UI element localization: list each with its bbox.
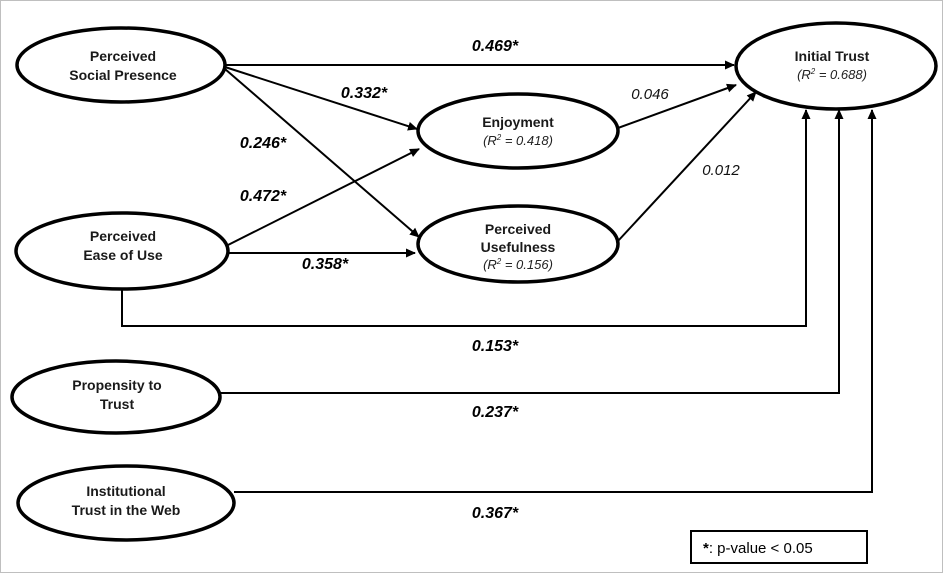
usefulness-line1: Perceived <box>485 221 551 237</box>
initial-trust-label: Initial Trust <box>795 48 870 64</box>
coef-usefulness-to-trust: 0.012 <box>702 162 740 179</box>
coef-eou-to-usefulness: 0.358* <box>302 256 349 273</box>
path-sp-to-usefulness <box>224 68 420 238</box>
institutional-line1: Institutional <box>86 483 165 499</box>
usefulness-line2: Usefulness <box>481 239 556 255</box>
coef-propensity-to-trust: 0.237* <box>472 404 519 421</box>
ease-of-use-line2: Ease of Use <box>83 247 163 263</box>
coef-sp-to-trust: 0.469* <box>472 38 519 55</box>
node-initial-trust <box>734 21 938 111</box>
social-presence-line2: Social Presence <box>69 67 177 83</box>
coef-sp-to-enjoyment: 0.332* <box>341 85 388 102</box>
coef-institutional-to-trust: 0.367* <box>472 505 519 522</box>
usefulness-r2: (R2 = 0.156) <box>483 257 553 272</box>
path-enjoyment-to-trust <box>617 83 737 129</box>
path-eou-to-trust <box>121 109 811 327</box>
enjoyment-label: Enjoyment <box>482 114 554 130</box>
node-usefulness <box>416 204 620 284</box>
path-propensity-to-trust <box>220 109 844 394</box>
enjoyment-r2: (R2 = 0.418) <box>483 133 553 148</box>
path-institutional-to-trust <box>234 109 877 493</box>
node-propensity <box>10 359 222 435</box>
initial-trust-r2: (R2 = 0.688) <box>797 67 867 82</box>
node-institutional <box>16 464 236 542</box>
path-usefulness-to-trust <box>617 91 757 242</box>
path-eou-to-enjoyment <box>227 148 420 246</box>
path-sp-to-enjoyment <box>224 66 418 131</box>
node-enjoyment <box>416 92 620 170</box>
propensity-line1: Propensity to <box>72 377 161 393</box>
coef-sp-to-usefulness: 0.246* <box>240 135 287 152</box>
propensity-line2: Trust <box>100 396 135 412</box>
legend-text: *: p-value < 0.05 <box>703 540 813 557</box>
social-presence-line1: Perceived <box>90 48 156 64</box>
legend-box <box>690 530 868 564</box>
coef-enjoyment-to-trust: 0.046 <box>631 86 669 103</box>
ease-of-use-line1: Perceived <box>90 228 156 244</box>
institutional-line2: Trust in the Web <box>72 502 181 518</box>
coef-eou-to-enjoyment: 0.472* <box>240 188 287 205</box>
node-ease-of-use <box>14 211 230 291</box>
coef-eou-to-trust: 0.153* <box>472 338 519 355</box>
node-social-presence <box>15 26 227 104</box>
